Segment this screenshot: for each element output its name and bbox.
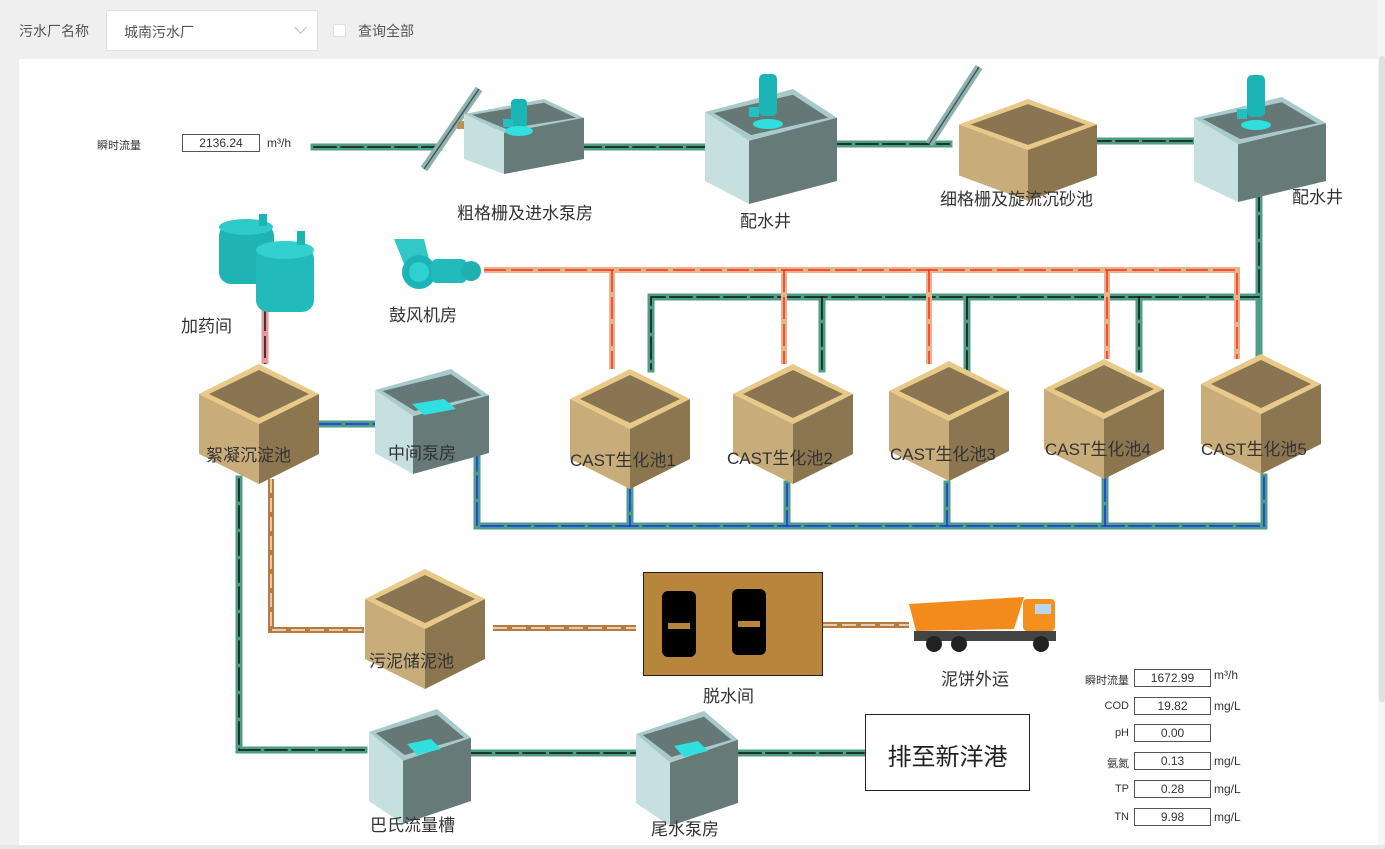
effluent-meter-value: 19.82 bbox=[1134, 697, 1211, 715]
effluent-meter-unit: mg/L bbox=[1214, 810, 1241, 824]
label-intermediate-pump[interactable]: 中间泵房 bbox=[388, 444, 456, 463]
effluent-meter-name: TP bbox=[1114, 783, 1129, 795]
cast-1-tank bbox=[570, 369, 690, 489]
effluent-meter-unit: mg/L bbox=[1214, 699, 1241, 713]
label-cast-5[interactable]: CAST生化池5 bbox=[1201, 440, 1307, 459]
label-effluent-pump[interactable]: 尾水泵房 bbox=[651, 820, 719, 839]
chevron-down-icon bbox=[294, 21, 307, 34]
label-cast-1[interactable]: CAST生化池1 bbox=[570, 451, 676, 470]
pump-icon bbox=[1237, 75, 1271, 130]
vertical-scrollbar-thumb[interactable] bbox=[1379, 56, 1385, 702]
pump-icon bbox=[749, 74, 783, 129]
sludge-pipes bbox=[268, 479, 909, 633]
label-cast-3[interactable]: CAST生化池3 bbox=[890, 445, 996, 464]
label-fine-screen[interactable]: 细格栅及旋流沉砂池 bbox=[940, 190, 1093, 209]
label-cast-4[interactable]: CAST生化池4 bbox=[1045, 440, 1151, 459]
effluent-meter-name: COD bbox=[1104, 700, 1129, 712]
water-pipes bbox=[235, 137, 1268, 757]
effluent-meter-unit: mg/L bbox=[1214, 782, 1241, 796]
filter-press-icons bbox=[662, 589, 766, 657]
flocculation-tank bbox=[199, 364, 319, 484]
label-blower-room[interactable]: 鼓风机房 bbox=[389, 306, 457, 325]
plant-name-label: 污水厂名称 bbox=[19, 23, 89, 39]
label-coarse-screen[interactable]: 粗格栅及进水泵房 bbox=[457, 204, 593, 223]
plant-select-value: 城南污水厂 bbox=[124, 24, 194, 40]
toolbar: 污水厂名称 城南污水厂 查询全部 bbox=[0, 0, 1385, 60]
inflow-meter-value: 2136.24 bbox=[182, 134, 260, 152]
effluent-meter-unit: m³/h bbox=[1214, 668, 1238, 682]
pump-icon bbox=[503, 99, 533, 136]
label-sludge-transport[interactable]: 泥饼外运 bbox=[941, 670, 1009, 689]
effluent-meter-value: 0.00 bbox=[1134, 724, 1211, 742]
process-diagram: 瞬时流量 2136.24 m³/h 粗格栅及进水泵房 配水井 细格栅及旋流沉砂池… bbox=[19, 59, 1378, 845]
query-all-checkbox[interactable] bbox=[333, 24, 346, 37]
label-cast-2[interactable]: CAST生化池2 bbox=[727, 449, 833, 468]
plant-select[interactable]: 城南污水厂 bbox=[106, 10, 318, 51]
label-distribution-well-2[interactable]: 配水井 bbox=[1292, 188, 1343, 207]
outlet-label: 排至新洋港 bbox=[887, 744, 1008, 771]
inflow-meter-unit: m³/h bbox=[267, 136, 291, 150]
dewatering-room bbox=[643, 572, 823, 676]
inflow-meter-label: 瞬时流量 bbox=[97, 140, 141, 152]
effluent-meter-name: pH bbox=[1114, 727, 1129, 739]
pipe-layer bbox=[199, 64, 1326, 826]
effluent-meter-name: 瞬时流量 bbox=[1085, 675, 1129, 687]
effluent-meter-unit: mg/L bbox=[1214, 754, 1241, 768]
label-dewatering-room[interactable]: 脱水间 bbox=[703, 687, 754, 706]
parshall-flume-tank bbox=[369, 709, 471, 824]
effluent-pump-tank bbox=[636, 711, 738, 826]
horizontal-scrollbar[interactable] bbox=[0, 845, 1385, 849]
label-distribution-well-1[interactable]: 配水井 bbox=[740, 212, 791, 231]
effluent-meter-value: 9.98 bbox=[1134, 808, 1211, 826]
fine-screen-icon bbox=[925, 64, 983, 147]
blower-icon bbox=[394, 239, 481, 289]
effluent-meter-name: 氨氮 bbox=[1107, 758, 1129, 770]
query-all-label[interactable]: 查询全部 bbox=[358, 23, 414, 39]
cast-4-tank bbox=[1044, 359, 1164, 479]
effluent-meter-value: 0.13 bbox=[1134, 752, 1211, 770]
label-parshall-flume[interactable]: 巴氏流量槽 bbox=[370, 816, 455, 835]
effluent-meter-value: 0.28 bbox=[1134, 780, 1211, 798]
dosing-tank-icon bbox=[219, 214, 314, 312]
label-dosing-room[interactable]: 加药间 bbox=[181, 317, 232, 336]
label-sludge-tank[interactable]: 污泥储泥池 bbox=[369, 652, 454, 671]
outlet-box: 排至新洋港 bbox=[865, 714, 1030, 791]
effluent-meter-name: TN bbox=[1114, 811, 1129, 823]
label-flocculation-tank[interactable]: 絮凝沉淀池 bbox=[206, 446, 291, 465]
air-pipes bbox=[484, 267, 1240, 369]
dump-truck-icon bbox=[909, 597, 1056, 652]
effluent-meter-value: 1672.99 bbox=[1134, 669, 1211, 687]
